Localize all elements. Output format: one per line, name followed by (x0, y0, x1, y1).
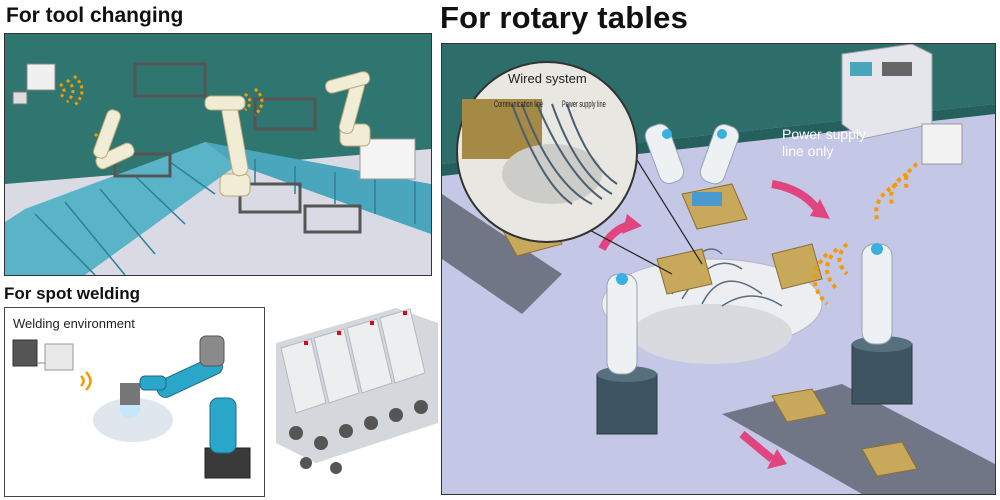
rotary-tables-title: For rotary tables (440, 0, 689, 35)
spot-welding-title: For spot welding (4, 284, 140, 303)
tool-changing-title: For tool changing (6, 4, 184, 27)
control-cabinet-icon (841, 44, 963, 165)
controller-box-icon (12, 63, 56, 105)
wired-system-callout (456, 61, 638, 243)
robot-arm-icon (93, 71, 371, 197)
communication-line-label: Communication line (494, 99, 544, 109)
wireless-signal-icon (58, 74, 264, 152)
welding-environment-label: Welding environment (13, 316, 135, 331)
power-supply-label-line1: Power supply (782, 126, 867, 142)
power-supply-label-line2: line only (782, 143, 834, 159)
tool-changing-illustration (4, 33, 432, 276)
power-supply-line-label: Power supply line (562, 99, 606, 109)
robot-arm-icon (596, 123, 913, 435)
wireless-signal-icon (80, 371, 92, 391)
valve-manifold-illustration (266, 303, 438, 497)
robot-arm-icon (139, 335, 251, 479)
rotary-table-illustration: Wired system Communication line Power su… (441, 43, 996, 495)
wireless-signal-icon (812, 162, 919, 306)
controller-box-icon (12, 339, 74, 371)
wired-system-label: Wired system (508, 71, 587, 86)
spot-welding-illustration: Welding environment (4, 307, 265, 497)
